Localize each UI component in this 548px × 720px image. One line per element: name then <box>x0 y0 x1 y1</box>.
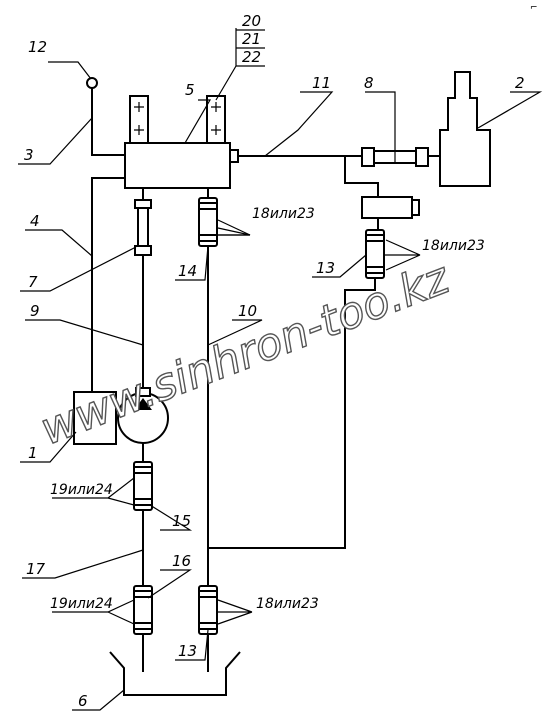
pressure-gauge-12 <box>86 77 98 89</box>
filter-7 <box>134 199 152 256</box>
label-7: 7 <box>28 273 38 291</box>
label-16: 16 <box>172 552 191 570</box>
manifold-block-5 <box>124 95 239 189</box>
note-19-upper: 19или24 <box>50 482 113 498</box>
label-5: 5 <box>185 81 195 99</box>
label-13-lower: 13 <box>178 642 197 660</box>
label-6: 6 <box>78 692 88 710</box>
label-22: 22 <box>242 48 261 66</box>
label-14: 14 <box>178 262 197 280</box>
label-13-upper: 13 <box>316 259 335 277</box>
actuator-unit-2 <box>439 71 491 187</box>
note-18-right: 18или23 <box>422 238 485 254</box>
part-notes: 18или23 18или23 18или23 19или24 19или24 <box>50 206 485 612</box>
fitting-15 <box>133 461 153 511</box>
label-17: 17 <box>26 560 46 578</box>
leader-lines <box>18 28 543 711</box>
fitting-13-upper <box>365 229 385 279</box>
label-12: 12 <box>28 38 47 56</box>
fitting-14 <box>198 197 218 247</box>
label-2: 2 <box>515 74 525 92</box>
solenoid-right <box>206 95 226 144</box>
tank-6 <box>109 651 241 696</box>
cylinder-8 <box>361 147 429 167</box>
label-10: 10 <box>238 302 257 320</box>
part-labels: 12 3 5 20 21 22 11 8 2 4 7 9 14 10 13 1 … <box>24 12 525 710</box>
pump <box>116 387 169 445</box>
fitting-16 <box>133 585 153 635</box>
label-20: 20 <box>242 12 261 30</box>
watermark: www.sinhron-too.kz <box>33 252 457 456</box>
solenoid-left <box>129 95 149 144</box>
check-valve <box>361 196 420 219</box>
note-18-upper: 18или23 <box>252 206 315 222</box>
fitting-13-lower <box>198 585 218 635</box>
watermark-text: www.sinhron-too.kz <box>34 252 457 455</box>
note-18-lower: 18или23 <box>256 596 319 612</box>
pipe-lines <box>91 88 440 672</box>
note-19-lower: 19или24 <box>50 596 113 612</box>
label-11: 11 <box>312 74 331 92</box>
label-9: 9 <box>30 302 40 320</box>
label-21: 21 <box>242 30 261 48</box>
label-1: 1 <box>28 444 38 462</box>
label-15: 15 <box>172 512 191 530</box>
label-8: 8 <box>364 74 374 92</box>
label-3: 3 <box>24 146 34 164</box>
label-4: 4 <box>30 212 40 230</box>
corner-mark: ⌐ <box>530 3 538 13</box>
